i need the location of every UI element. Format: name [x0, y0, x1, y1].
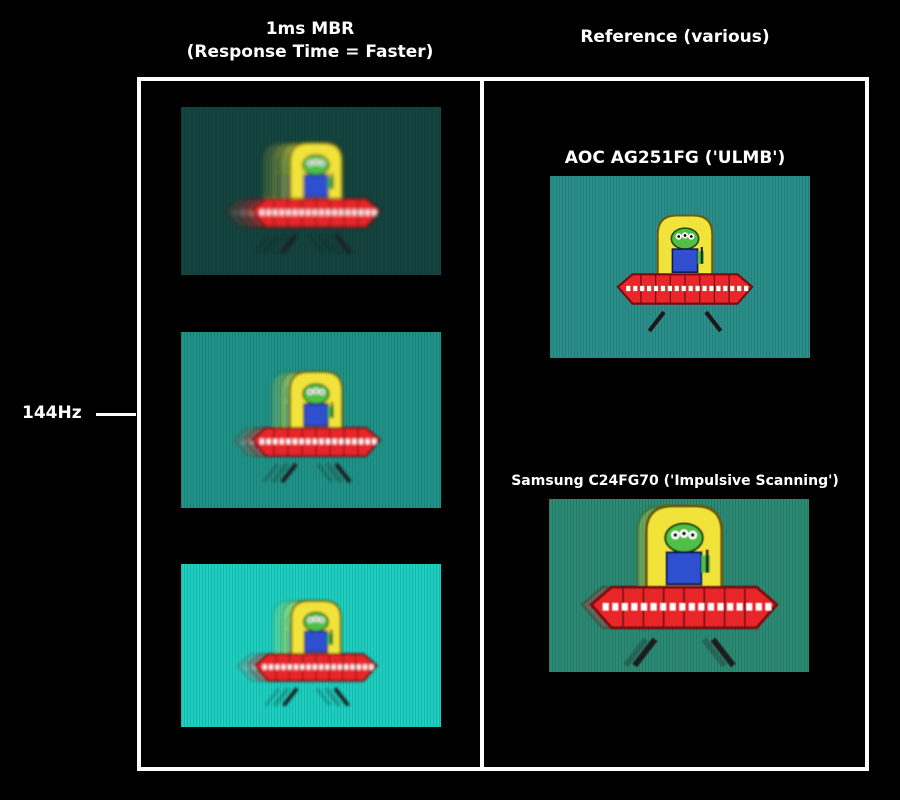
mbr-photo-1: [181, 107, 441, 275]
refresh-rate-label: 144Hz: [22, 403, 82, 423]
left-header-title: 1ms MBR: [265, 19, 355, 39]
aoc-ulmb-photo: [550, 176, 810, 358]
right-column-header: Reference (various): [580, 27, 770, 47]
aoc-caption: AOC AG251FG ('ULMB'): [564, 148, 786, 168]
samsung-impulsive-photo: [549, 499, 809, 672]
mbr-photo-3: [181, 564, 441, 727]
mbr-photo-2: [181, 332, 441, 508]
refresh-rate-pointer-line: [96, 413, 136, 416]
comparison-frame: [137, 77, 869, 771]
left-column-header: 1ms MBR (Response Time = Faster): [140, 18, 480, 64]
column-divider: [480, 77, 484, 771]
left-header-subtitle: (Response Time = Faster): [186, 42, 434, 62]
samsung-caption: Samsung C24FG70 ('Impulsive Scanning'): [511, 473, 839, 489]
